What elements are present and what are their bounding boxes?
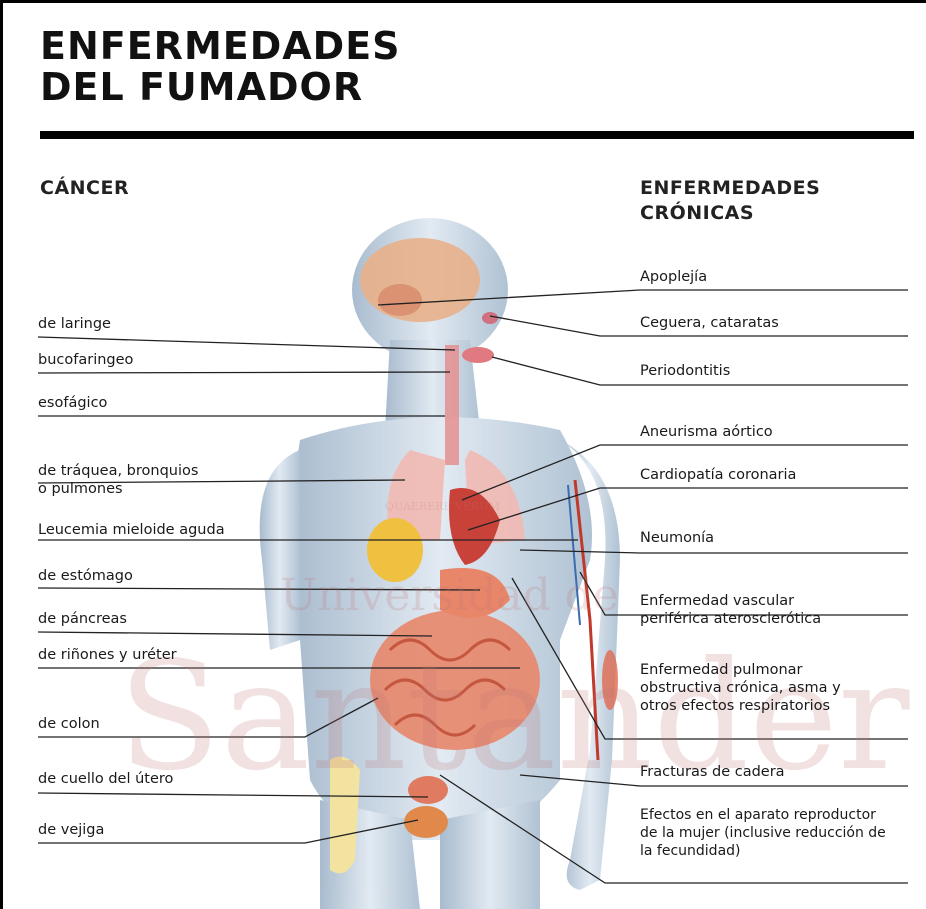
- chronic-label-epoc-line-2: obstructiva crónica, asma y: [640, 679, 841, 697]
- cancer-label-traquea: de tráquea, bronquios o pulmones: [38, 462, 198, 498]
- chronic-heading-line-2: CRÓNICAS: [640, 201, 820, 226]
- chronic-label-apoplejia: Apoplejía: [640, 268, 707, 286]
- chronic-label-epoc-line-3: otros efectos respiratorios: [640, 697, 841, 715]
- cancer-label-traquea-line-1: de tráquea, bronquios: [38, 462, 198, 480]
- chronic-label-reproductor-line-2: de la mujer (inclusive reducción de: [640, 824, 886, 842]
- cancer-heading: CÁNCER: [40, 176, 129, 201]
- chronic-heading-line-1: ENFERMEDADES: [640, 176, 820, 201]
- cancer-label-traquea-line-2: o pulmones: [38, 480, 198, 498]
- cancer-label-leucemia: Leucemia mieloide aguda: [38, 521, 225, 539]
- chronic-label-epoc: Enfermedad pulmonar obstructiva crónica,…: [640, 661, 841, 715]
- chronic-label-vascular: Enfermedad vascular periférica ateroscle…: [640, 592, 821, 628]
- chronic-label-cadera: Fracturas de cadera: [640, 763, 785, 781]
- cancer-label-estomago: de estómago: [38, 567, 133, 585]
- liver: [367, 518, 423, 582]
- chronic-heading: ENFERMEDADES CRÓNICAS: [640, 176, 820, 226]
- chronic-label-reproductor-line-3: la fecundidad): [640, 842, 886, 860]
- brain: [360, 238, 480, 322]
- trachea: [445, 345, 459, 465]
- cancer-label-bucofaringeo: bucofaringeo: [38, 351, 133, 369]
- cancer-label-cuello-utero: de cuello del útero: [38, 770, 173, 788]
- chronic-label-cardiopatia: Cardiopatía coronaria: [640, 466, 796, 484]
- cancer-label-rinones: de riñones y uréter: [38, 646, 177, 664]
- cancer-label-pancreas: de páncreas: [38, 610, 127, 628]
- chronic-label-vascular-line-2: periférica aterosclerótica: [640, 610, 821, 628]
- cancer-label-colon: de colon: [38, 715, 100, 733]
- chronic-label-reproductor-line-1: Efectos en el aparato reproductor: [640, 806, 886, 824]
- chronic-label-vascular-line-1: Enfermedad vascular: [640, 592, 821, 610]
- chronic-label-periodontitis: Periodontitis: [640, 362, 730, 380]
- cancer-label-esofagico: esofágico: [38, 394, 107, 412]
- chronic-label-aneurisma: Aneurisma aórtico: [640, 423, 773, 441]
- body-silhouette: [260, 218, 620, 909]
- intestines: [370, 610, 540, 750]
- chronic-label-neumonia: Neumonía: [640, 529, 714, 547]
- chronic-label-reproductor: Efectos en el aparato reproductor de la …: [640, 806, 886, 860]
- uterus: [408, 776, 448, 804]
- chronic-label-ceguera: Ceguera, cataratas: [640, 314, 779, 332]
- chronic-label-epoc-line-1: Enfermedad pulmonar: [640, 661, 841, 679]
- cancer-label-vejiga: de vejiga: [38, 821, 104, 839]
- cancer-label-laringe: de laringe: [38, 315, 111, 333]
